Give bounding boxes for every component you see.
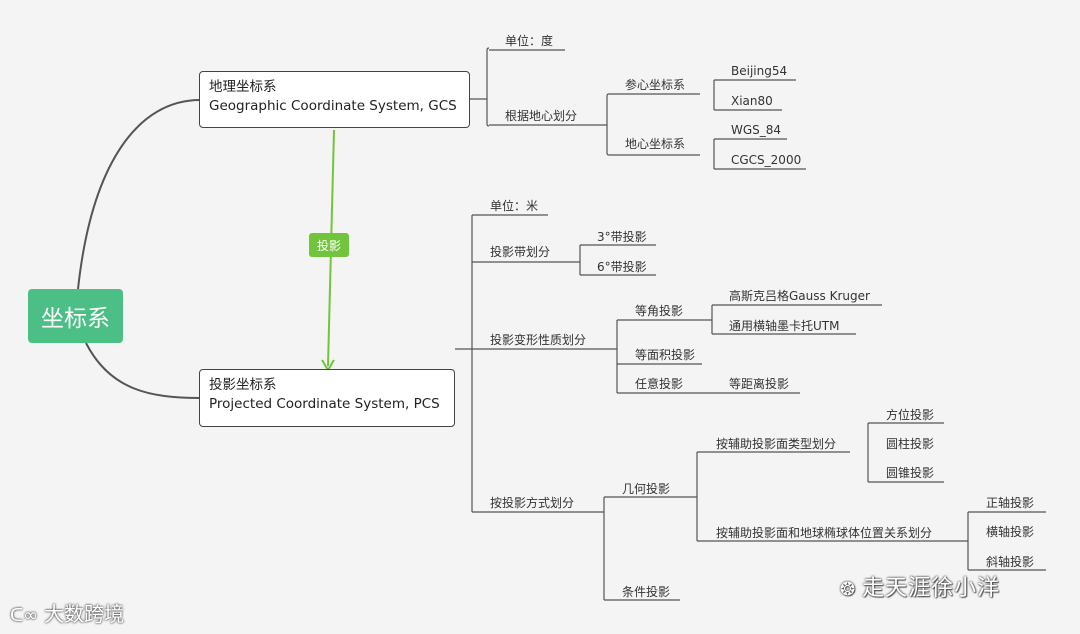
conic-node[interactable]: 圆锥投影	[886, 466, 935, 480]
utm-node[interactable]: 通用横轴墨卡托UTM	[729, 319, 840, 333]
gcs-title-cn: 地理坐标系	[209, 79, 277, 95]
by-position-node[interactable]: 按辅助投影面和地球椭球体位置关系划分	[716, 526, 933, 540]
gauss-kruger-node[interactable]: 高斯克吕格Gauss Kruger	[729, 289, 870, 303]
xian80-node[interactable]: Xian80	[731, 94, 773, 108]
gcs-unit-node[interactable]: 单位：度	[505, 34, 554, 48]
wechat-watermark: ❂走天涯徐小洋	[840, 570, 1000, 602]
pcs-title-cn: 投影坐标系	[209, 377, 277, 393]
zone6-node[interactable]: 6°带投影	[597, 260, 647, 274]
cgcs2000-node[interactable]: CGCS_2000	[731, 153, 802, 167]
wechat-watermark-text: 走天涯徐小洋	[862, 576, 1001, 601]
brand-watermark-text: 大数跨境	[44, 602, 125, 626]
by-surface-node[interactable]: 按辅助投影面类型划分	[716, 437, 837, 451]
distortion-node[interactable]: 投影变形性质划分	[490, 333, 587, 347]
normal-node[interactable]: 正轴投影	[986, 496, 1035, 510]
cylindrical-node[interactable]: 圆柱投影	[886, 437, 935, 451]
conditional-node[interactable]: 条件投影	[622, 585, 671, 599]
projection-tag-label: 投影	[316, 238, 341, 253]
geocentric-node[interactable]: 地心坐标系	[625, 137, 686, 151]
root-node[interactable]: 坐标系	[28, 289, 123, 343]
pcs-node[interactable]: 投影坐标系 Projected Coordinate System, PCS	[199, 369, 455, 427]
wgs84-node[interactable]: WGS_84	[731, 123, 782, 137]
equal-area-node[interactable]: 等面积投影	[635, 348, 696, 362]
brand-watermark: ᑕ∞大数跨境	[10, 598, 124, 627]
zone-division-node[interactable]: 投影带划分	[490, 245, 551, 259]
zone3-node[interactable]: 3°带投影	[597, 230, 647, 244]
reference-ellipsoid-node[interactable]: 参心坐标系	[625, 78, 686, 92]
method-node[interactable]: 按投影方式划分	[490, 496, 575, 510]
wechat-icon: ❂	[840, 578, 857, 600]
projection-tag[interactable]: 投影	[309, 233, 349, 257]
equidistant-node[interactable]: 等距离投影	[729, 377, 790, 391]
gcs-by-center-node[interactable]: 根据地心划分	[505, 109, 578, 123]
brand-logo-icon: ᑕ∞	[10, 605, 39, 626]
gcs-node[interactable]: 地理坐标系 Geographic Coordinate System, GCS	[199, 71, 470, 128]
geometric-node[interactable]: 几何投影	[622, 482, 671, 496]
pcs-unit-node[interactable]: 单位：米	[490, 199, 539, 213]
conformal-node[interactable]: 等角投影	[635, 304, 684, 318]
azimuthal-node[interactable]: 方位投影	[886, 408, 935, 422]
gcs-title-en: Geographic Coordinate System, GCS	[209, 98, 457, 114]
transverse-node[interactable]: 横轴投影	[986, 525, 1035, 539]
arbitrary-node[interactable]: 任意投影	[635, 377, 684, 391]
root-label: 坐标系	[41, 306, 110, 332]
pcs-title-en: Projected Coordinate System, PCS	[209, 396, 440, 412]
beijing54-node[interactable]: Beijing54	[731, 64, 788, 78]
oblique-node[interactable]: 斜轴投影	[986, 555, 1035, 569]
